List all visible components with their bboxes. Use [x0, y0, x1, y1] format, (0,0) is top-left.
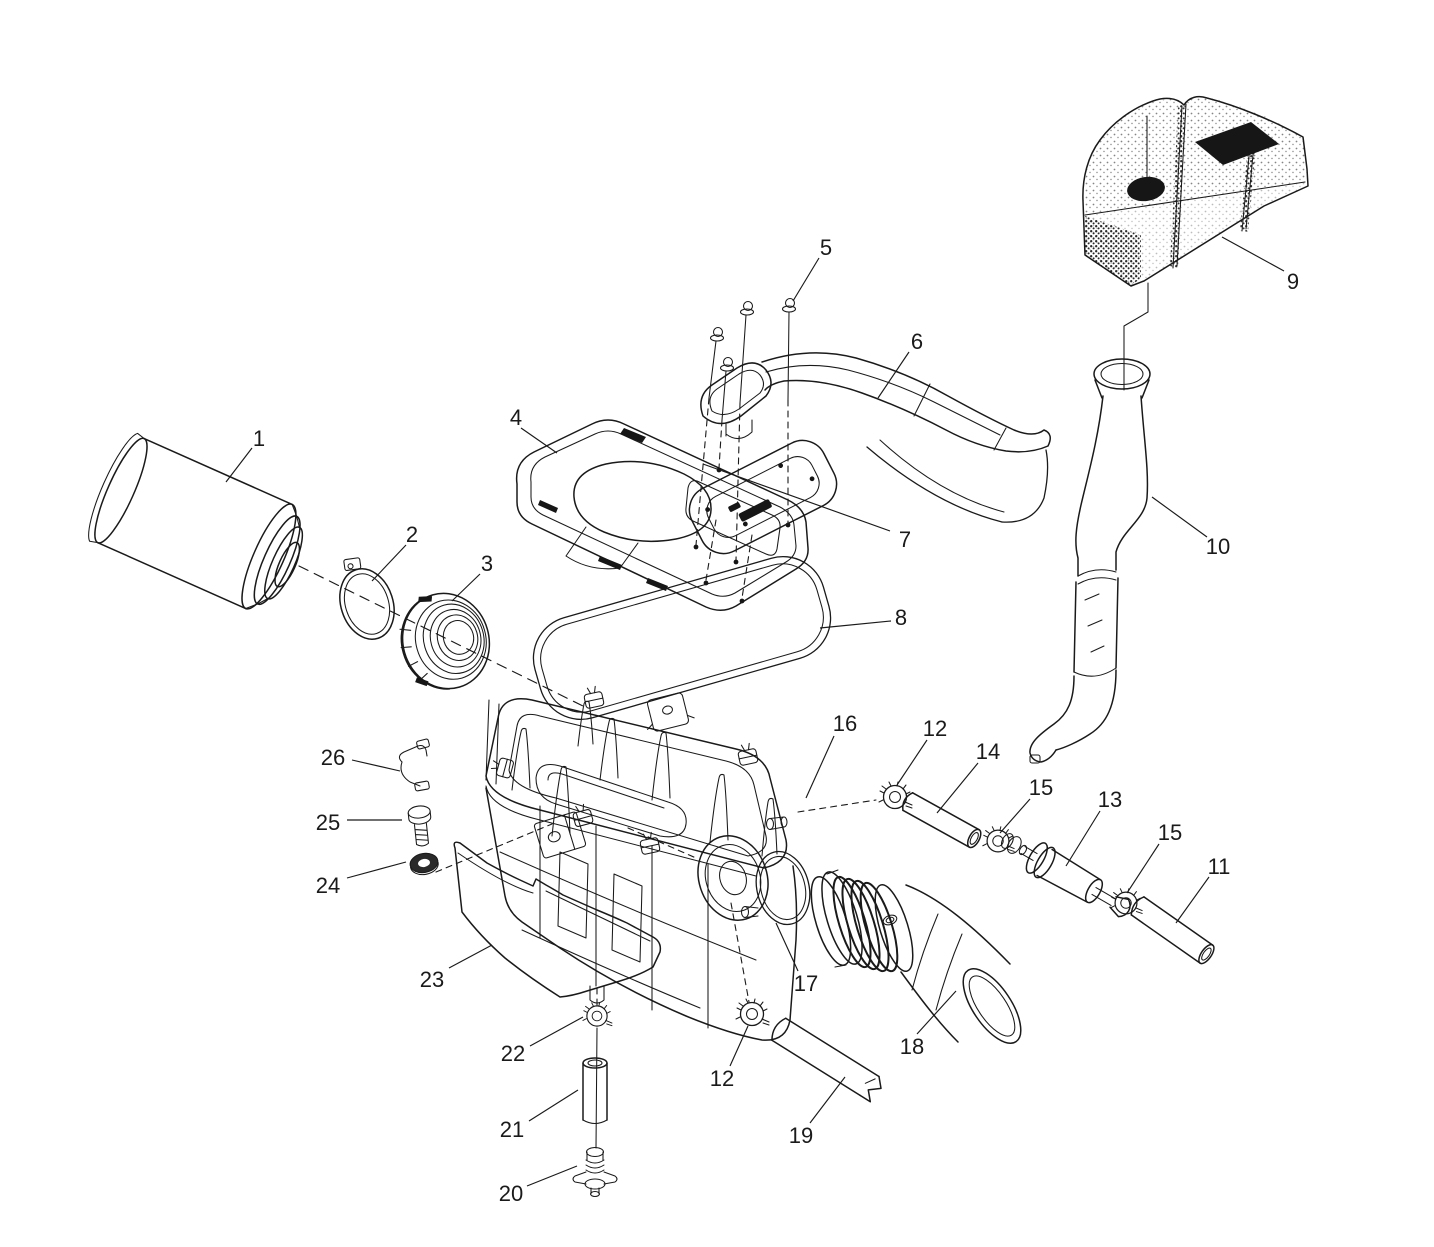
part-5-screws [693, 297, 797, 604]
callout-label-19-19: 19 [789, 1123, 813, 1148]
callout-leader-19-19 [809, 1076, 846, 1124]
part-17-o-ring [755, 850, 811, 926]
callout-label-8-7: 8 [895, 605, 907, 630]
callout-leader-16-16 [805, 735, 835, 799]
part-7-adapter-plate [688, 439, 838, 555]
callout-label-23-24: 23 [420, 967, 444, 992]
part-24-washer [409, 852, 439, 876]
callout-label-1-0: 1 [253, 426, 265, 451]
callout-label-26-27: 26 [321, 745, 345, 770]
callout-leader-20-21 [526, 1165, 578, 1187]
callout-leader-12-20 [729, 1025, 749, 1067]
callout-label-25-26: 25 [316, 810, 340, 835]
callout-label-21-22: 21 [500, 1117, 524, 1142]
part-18-intake-boot [810, 869, 1022, 1044]
part-11-hose [1130, 896, 1215, 965]
callout-leader-2-1 [371, 544, 407, 582]
callout-leader-5-4 [792, 257, 820, 302]
callout-leader-1-0 [225, 447, 253, 483]
callout-leader-21-22 [528, 1089, 579, 1122]
construction-lines [298, 282, 1149, 1149]
callout-label-3-2: 3 [481, 551, 493, 576]
callout-leader-6-5 [877, 351, 910, 399]
callout-leader-12-11 [896, 739, 928, 786]
part-22-clamp [582, 1002, 613, 1027]
part-9-foam-block [1082, 95, 1309, 287]
callout-label-20-21: 20 [499, 1181, 523, 1206]
callout-leader-11-10 [1175, 876, 1210, 924]
part-23-splash-shield [453, 841, 662, 998]
part-12-clamp-a [878, 781, 913, 810]
part-16-airbox-body [485, 684, 798, 1041]
callout-leader-13-12 [1065, 810, 1101, 867]
part-6-intake-duct [700, 352, 1051, 523]
part-4-airbox-cover [515, 419, 809, 611]
callout-label-6-5: 6 [911, 329, 923, 354]
part-21-drain-tube [582, 1057, 608, 1125]
callout-leader-8-7 [819, 620, 892, 629]
callout-label-22-23: 22 [501, 1041, 525, 1066]
callout-leader-14-13 [936, 762, 979, 814]
callout-leader-22-23 [529, 1016, 584, 1047]
part-19-hose [771, 1017, 882, 1103]
callout-label-9-8: 9 [1287, 269, 1299, 294]
part-13-valve [1000, 833, 1131, 918]
callout-label-17-17: 17 [794, 971, 818, 996]
callout-leader-24-25 [346, 861, 407, 879]
part-12-clamp-b [735, 998, 770, 1027]
callout-label-16-16: 16 [833, 711, 857, 736]
callout-leader-9-8 [1221, 236, 1285, 272]
callout-label-14-13: 14 [976, 739, 1000, 764]
callout-leader-4-3 [520, 427, 558, 454]
part-26-clip [398, 738, 430, 792]
screw [693, 326, 725, 550]
callout-label-2-1: 2 [406, 522, 418, 547]
callout-label-12-11: 12 [923, 716, 947, 741]
callout-label-15-14: 15 [1029, 775, 1053, 800]
callout-label-11-10: 11 [1208, 854, 1231, 879]
callout-label-13-12: 13 [1098, 787, 1122, 812]
callout-layer: 1234567891011121314151516171819122021222… [225, 235, 1299, 1206]
callout-leader-23-24 [448, 944, 493, 969]
part-2-clamp-ring [339, 557, 395, 640]
screw [733, 300, 755, 565]
callout-label-5-4: 5 [820, 235, 832, 260]
part-15-clamp-a [982, 826, 1015, 853]
callout-label-10-9: 10 [1206, 534, 1230, 559]
callout-leader-18-18 [916, 990, 957, 1035]
callout-leader-17-17 [775, 922, 799, 972]
part-1-air-filter [88, 432, 304, 610]
part-25-bolt [407, 805, 432, 847]
part-20-drain-valve [572, 1146, 618, 1198]
callout-leader-3-2 [451, 573, 481, 602]
callout-label-4-3: 4 [510, 405, 522, 430]
part-3-retaining-collar [399, 592, 491, 690]
part-14-hose [902, 792, 982, 849]
callout-leader-26-27 [351, 759, 401, 772]
part-8-gasket [532, 555, 832, 721]
callout-label-18-18: 18 [900, 1034, 924, 1059]
callout-label-24-25: 24 [316, 873, 340, 898]
callout-label-7-6: 7 [899, 527, 911, 552]
callout-label-12-20: 12 [710, 1066, 734, 1091]
part-10-vent-tube [1029, 358, 1151, 764]
callout-leader-7-6 [702, 463, 891, 532]
callout-leader-10-9 [1151, 496, 1208, 538]
callout-label-15-15: 15 [1158, 820, 1182, 845]
callout-leader-15-14 [999, 798, 1031, 834]
callout-leader-15-15 [1126, 843, 1160, 894]
